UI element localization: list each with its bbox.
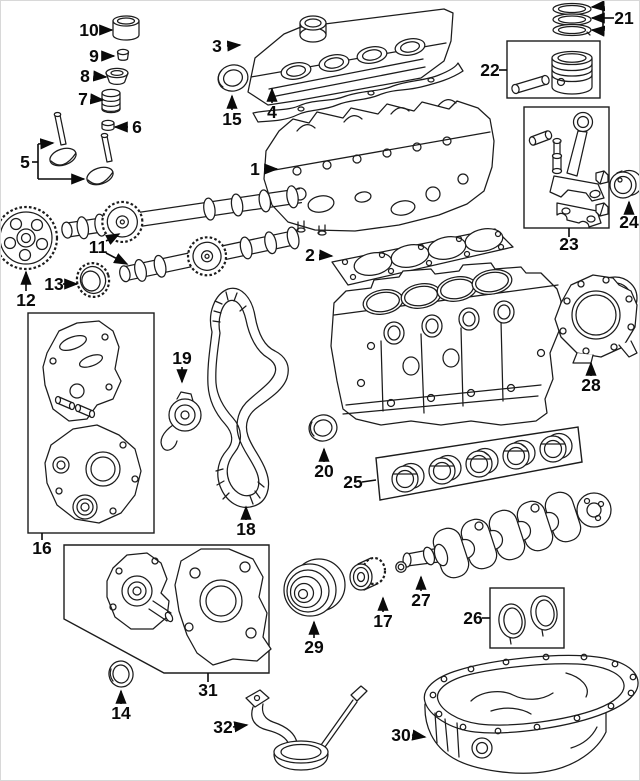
callout-leader <box>226 40 242 52</box>
spring-retainer-drawing <box>105 67 129 85</box>
piston-rings-drawing <box>552 2 592 37</box>
oil-seal-20-drawing <box>308 414 338 442</box>
valve-cover-drawing <box>247 8 454 106</box>
connecting-rod-box-drawing <box>523 106 610 229</box>
callout-27: 27 <box>411 590 430 610</box>
oil-strainer-drawing <box>245 685 368 771</box>
callout-12: 12 <box>16 290 36 310</box>
oil-pump-box-drawing <box>63 544 272 674</box>
callout-21: 21 <box>614 8 634 28</box>
callout-7: 7 <box>78 89 88 109</box>
callout-leader <box>590 1 606 12</box>
callout-25: 25 <box>343 472 363 492</box>
rod-bearing-drawing <box>609 169 639 199</box>
callout-layer: 10 98 7 6 5 3 15 4 1 21 22 23 24 11 12 13 2 28 16 19 18 20 25 2… <box>16 1 639 745</box>
callout-10: 10 <box>79 20 99 40</box>
callout-leader <box>232 721 249 733</box>
cam-gear-drawing <box>1 205 59 271</box>
callout-5: 5 <box>20 152 30 172</box>
callout-2: 2 <box>305 245 315 265</box>
camshaft-front-seal-drawing <box>217 64 249 92</box>
piston-box-drawing <box>506 40 601 99</box>
engine-block-drawing <box>330 262 562 426</box>
valve-keeper-drawing <box>116 48 130 61</box>
callout-26: 26 <box>463 608 483 628</box>
callout-31: 31 <box>198 680 218 700</box>
rear-seal-retainer-drawing <box>554 274 638 364</box>
callout-4: 4 <box>267 102 277 122</box>
callout-leader <box>105 233 121 245</box>
callout-leader <box>89 93 105 105</box>
callout-23: 23 <box>559 234 579 254</box>
callout-1: 1 <box>250 159 260 179</box>
callout-8: 8 <box>80 66 90 86</box>
head-gasket-drawing <box>331 227 514 286</box>
callout-22: 22 <box>480 60 500 80</box>
callout-18: 18 <box>236 519 256 539</box>
callout-leader <box>105 252 129 265</box>
tensioner-drawing <box>160 391 202 451</box>
callout-24: 24 <box>619 212 639 232</box>
oil-pump-seal-drawing <box>108 660 134 688</box>
callout-leader <box>318 249 334 261</box>
cam-seal-drawing <box>75 261 111 299</box>
timing-belt-drawing <box>207 287 289 508</box>
thrust-washer-box-drawing <box>489 587 565 649</box>
callout-leader <box>411 729 427 741</box>
callout-16: 16 <box>32 538 52 558</box>
callout-11: 11 <box>89 237 108 257</box>
callout-19: 19 <box>172 348 192 368</box>
callout-14: 14 <box>111 703 131 723</box>
cylinder-head-drawing <box>263 99 495 236</box>
main-bearings-box-drawing <box>375 426 583 501</box>
callout-17: 17 <box>373 611 392 631</box>
valve-cover-gasket-drawing <box>252 62 464 123</box>
crank-pulley-drawing <box>283 558 346 617</box>
callout-9: 9 <box>89 46 99 66</box>
callout-20: 20 <box>314 461 334 481</box>
camshafts-drawing <box>61 185 303 283</box>
callout-15: 15 <box>222 109 242 129</box>
callout-3: 3 <box>212 36 222 56</box>
callout-29: 29 <box>304 637 324 657</box>
callout-leader <box>37 138 55 150</box>
callout-leader <box>590 25 606 37</box>
callout-28: 28 <box>581 375 601 395</box>
oil-pan-drawing <box>423 653 639 774</box>
callout-32: 32 <box>213 717 233 737</box>
valves-drawing <box>49 111 114 186</box>
crank-sprocket-drawing <box>349 556 407 591</box>
callout-6: 6 <box>132 117 142 137</box>
timing-cover-box-drawing <box>27 312 155 534</box>
callout-leader <box>92 70 108 82</box>
callout-13: 13 <box>44 274 64 294</box>
valve-spring-drawing <box>101 88 121 114</box>
callout-30: 30 <box>391 725 411 745</box>
valve-lifter-drawing <box>112 15 140 41</box>
callout-leader <box>361 479 377 483</box>
crankshaft-drawing <box>402 491 612 579</box>
spring-seat-drawing <box>101 119 115 132</box>
